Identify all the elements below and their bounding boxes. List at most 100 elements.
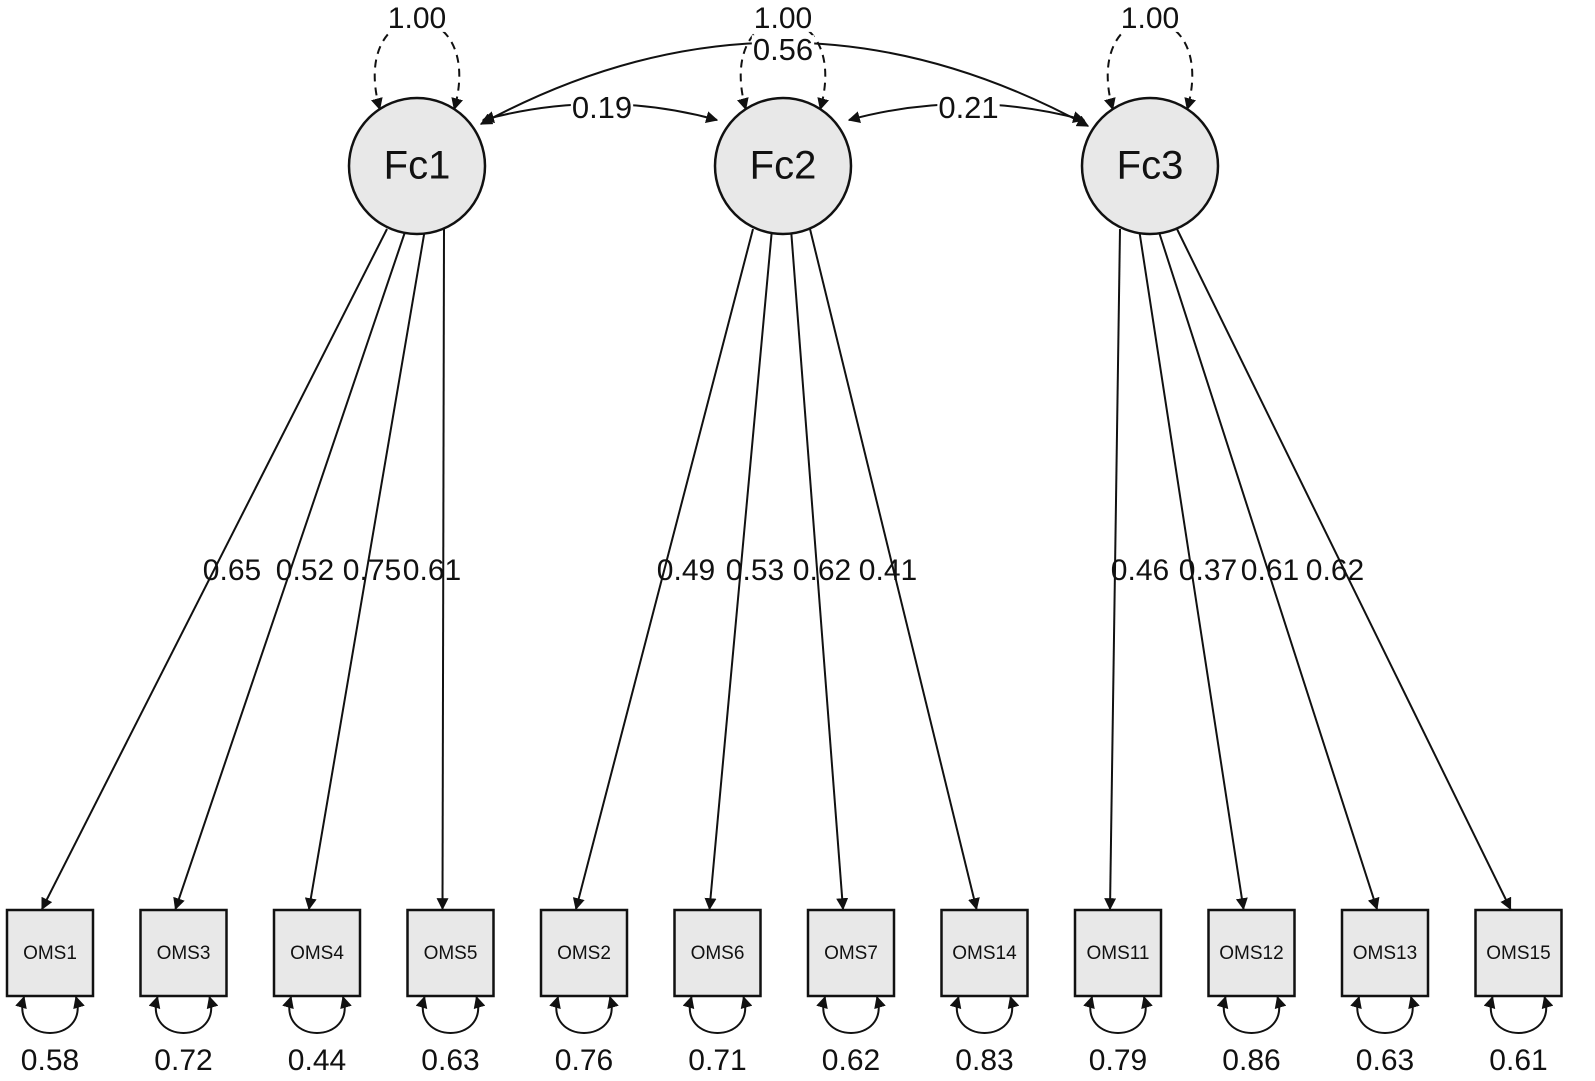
residual-label-oms6: 0.71 (688, 1044, 746, 1077)
variance-label-fc1-group: 1.00 (386, 2, 448, 35)
indicator-oms3: OMS3 (139, 908, 228, 998)
indicator-label: OMS14 (952, 943, 1017, 964)
loading-label-oms2-group: 0.49 (657, 554, 715, 587)
loading-label-oms5-group: 0.61 (403, 554, 461, 587)
residual-loop-oms15 (1483, 995, 1554, 1034)
residual-label-oms5-bg (420, 1046, 481, 1074)
variance-label-fc2-bg (752, 4, 814, 32)
indicator-box (1474, 908, 1563, 998)
variance-label-fc1-bg (386, 4, 448, 32)
covariance-label-fc1-fc2: 0.19 (572, 90, 632, 125)
residual-label-oms13-bg (1354, 1046, 1416, 1074)
indicator-box (673, 908, 762, 998)
loading-label-oms7: 0.62 (793, 554, 851, 587)
loading-label-oms15: 0.62 (1306, 554, 1364, 587)
indicator-oms15: OMS15 (1474, 908, 1563, 998)
loading-label-oms15-group: 0.62 (1306, 554, 1364, 587)
factor-circle (347, 96, 487, 236)
variance-label-fc3-group: 1.00 (1119, 2, 1181, 35)
factor-fc3: Fc3 (1080, 96, 1220, 236)
variance-label-fc1: 1.00 (388, 2, 446, 35)
residual-loop-oms14 (949, 995, 1020, 1034)
covariance-label-fc2-fc3-bg (937, 93, 1000, 123)
residual-loop-oms5 (415, 995, 486, 1034)
indicator-oms11: OMS11 (1073, 908, 1163, 998)
residual-label-oms4-group: 0.44 (286, 1044, 348, 1077)
residual-label-oms12-bg (1221, 1046, 1282, 1074)
residual-loop-oms7 (816, 995, 886, 1034)
covariance-label-fc2-fc3: 0.21 (938, 90, 998, 125)
loading-label-oms7-group: 0.62 (793, 554, 851, 587)
indicator-label: OMS5 (424, 943, 478, 964)
residual-label-oms4: 0.44 (288, 1044, 346, 1077)
indicator-oms14: OMS14 (940, 908, 1029, 998)
residual-label-oms13: 0.63 (1356, 1044, 1414, 1077)
indicator-box (5, 908, 95, 998)
indicator-box (1073, 908, 1163, 998)
residual-label-oms7-bg (820, 1046, 882, 1074)
loading-label-oms13-group: 0.61 (1241, 554, 1299, 587)
indicator-label: OMS7 (824, 943, 878, 964)
indicator-oms1: OMS1 (5, 908, 95, 998)
indicator-box (406, 908, 495, 998)
edges-layer (15, 19, 1554, 1034)
factor-fc1: Fc1 (347, 96, 487, 236)
covariance-label-fc1-fc3-group: 0.56 (751, 32, 815, 67)
loading-arrow-oms7 (790, 228, 849, 911)
indicator-label: OMS4 (290, 943, 344, 964)
factor-circle (1080, 96, 1220, 236)
loading-arrow-oms3 (173, 228, 407, 911)
residual-label-oms7: 0.62 (822, 1044, 880, 1077)
residual-label-oms2-group: 0.76 (553, 1044, 615, 1077)
residual-label-oms6-group: 0.71 (687, 1044, 748, 1077)
loading-label-oms1: 0.65 (203, 554, 261, 587)
residual-label-oms3: 0.72 (154, 1044, 212, 1077)
residual-label-oms11-group: 0.79 (1087, 1044, 1149, 1077)
loading-arrow-oms4 (304, 228, 426, 911)
residual-label-oms15-group: 0.61 (1488, 1044, 1549, 1077)
residual-label-oms5-group: 0.63 (420, 1044, 481, 1077)
residual-loop-oms1 (15, 995, 85, 1034)
indicator-label: OMS6 (691, 943, 745, 964)
indicator-oms4: OMS4 (272, 908, 362, 998)
indicator-box (1207, 908, 1296, 998)
indicator-oms6: OMS6 (673, 908, 762, 998)
loading-label-oms12-group: 0.37 (1179, 554, 1237, 587)
residual-label-oms14-bg (954, 1046, 1015, 1074)
residual-loop-oms13 (1350, 995, 1420, 1034)
factor-label: Fc2 (750, 144, 817, 188)
loading-label-oms6-group: 0.53 (726, 554, 784, 587)
residual-label-oms5: 0.63 (421, 1044, 479, 1077)
indicator-oms5: OMS5 (406, 908, 495, 998)
loading-arrow-oms13 (1157, 228, 1380, 911)
residual-loop-oms4 (282, 995, 352, 1034)
residual-label-oms1: 0.58 (21, 1044, 79, 1077)
loading-arrow-oms1 (41, 228, 388, 911)
residual-label-oms11: 0.79 (1089, 1044, 1147, 1077)
indicator-oms2: OMS2 (539, 908, 629, 998)
factor-fc2: Fc2 (713, 96, 853, 236)
indicator-label: OMS15 (1486, 943, 1550, 964)
residual-label-oms11-bg (1087, 1046, 1149, 1074)
residual-label-oms15-bg (1488, 1046, 1549, 1074)
loading-label-oms6: 0.53 (726, 554, 784, 587)
covariance-label-fc1-fc3-bg (751, 35, 815, 65)
indicator-label: OMS2 (557, 943, 611, 964)
residual-loop-oms6 (682, 995, 753, 1034)
residual-loop-oms3 (148, 995, 219, 1034)
variance-label-fc3: 1.00 (1121, 2, 1179, 35)
covariance-label-fc2-fc3-group: 0.21 (937, 90, 1000, 125)
loading-arrow-oms2 (572, 228, 754, 911)
loading-label-oms11-group: 0.46 (1111, 554, 1169, 587)
residual-label-oms4-bg (286, 1046, 348, 1074)
residual-label-oms3-bg (153, 1046, 214, 1074)
covariance-label-fc1-fc2-group: 0.19 (570, 90, 634, 125)
loading-arrow-oms5 (436, 228, 449, 911)
factor-label: Fc1 (384, 144, 451, 188)
loading-label-oms5: 0.61 (403, 554, 461, 587)
variance-label-fc2-group: 1.00 (752, 2, 814, 35)
indicator-box (806, 908, 896, 998)
residual-loop-oms11 (1083, 995, 1153, 1034)
